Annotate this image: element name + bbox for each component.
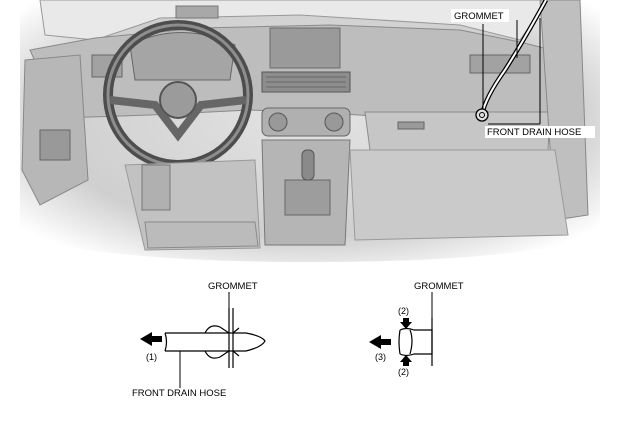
label-top-drain-hose: FRONT DRAIN HOSE — [487, 127, 581, 138]
detail-right — [398, 292, 433, 366]
label-left-step: (1) — [146, 352, 157, 362]
label-bg-top-hose — [485, 126, 595, 138]
label-right-step-pull: (3) — [375, 352, 386, 362]
detail-left — [164, 292, 266, 388]
label-left-grommet: GROMMET — [208, 281, 258, 292]
arrow-press-down — [400, 318, 412, 329]
arrow-left-pull — [140, 332, 162, 346]
front-drain-hose-illustration — [475, 0, 548, 122]
arrow-press-up — [400, 355, 412, 366]
label-right-step-bottom: (2) — [398, 367, 409, 377]
label-left-drain-hose: FRONT DRAIN HOSE — [132, 388, 226, 399]
label-top-grommet: GROMMET — [454, 11, 504, 22]
label-right-grommet: GROMMET — [414, 281, 464, 292]
label-right-step-top: (2) — [398, 306, 409, 316]
arrow-right-pull — [369, 335, 391, 349]
label-bg-top-grommet — [451, 9, 509, 22]
